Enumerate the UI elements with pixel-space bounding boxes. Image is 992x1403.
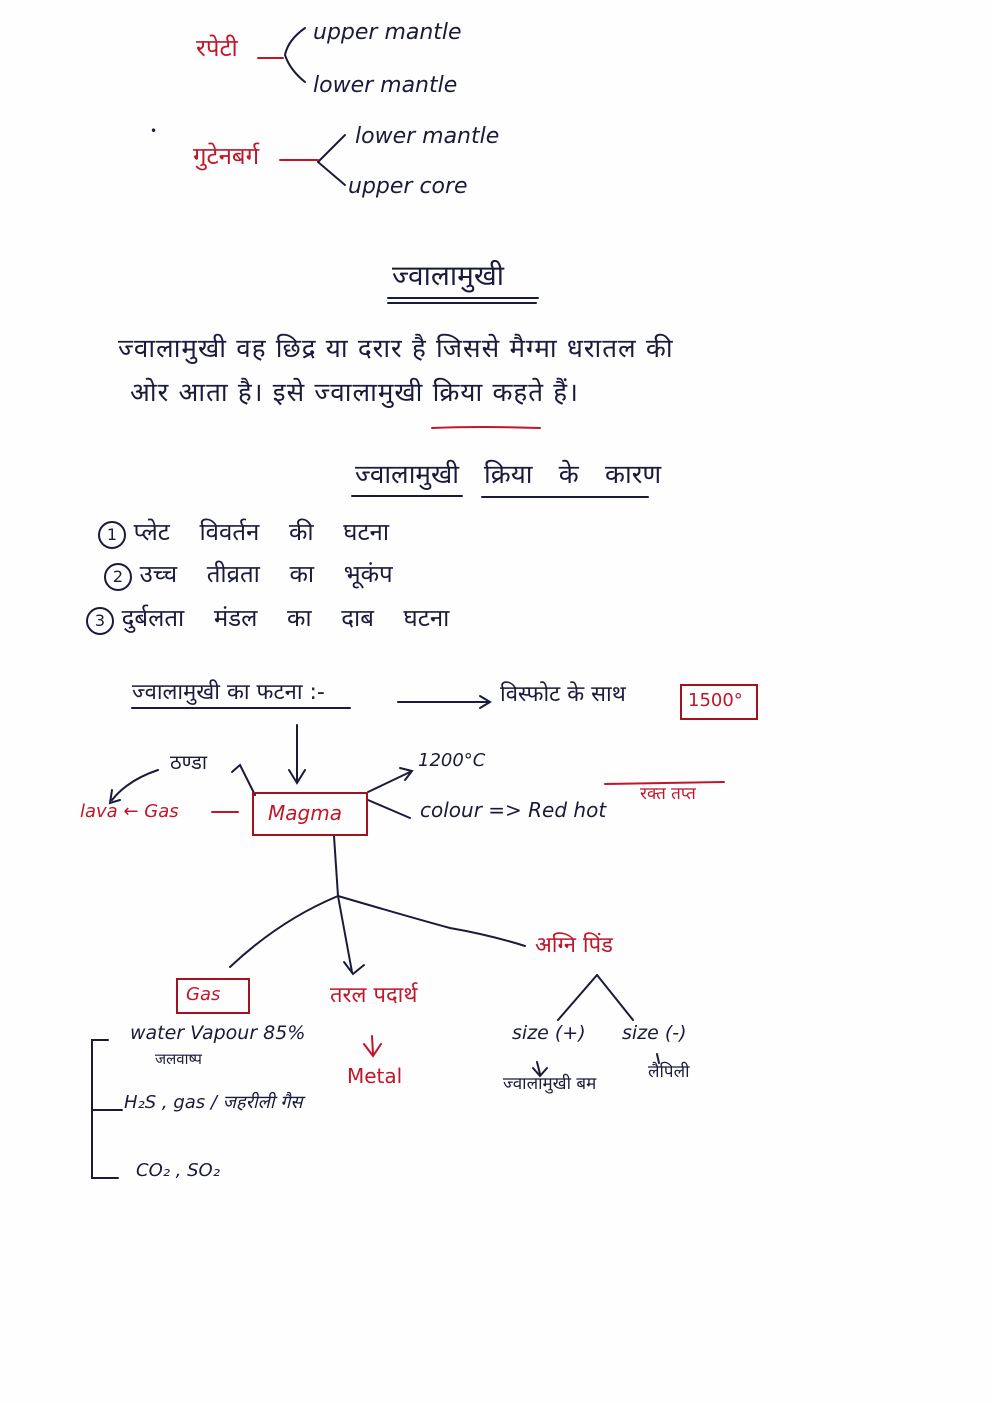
cause-number-2: 2 [104,563,132,591]
gas-box: Gas [176,978,250,1014]
temperature-box: 1500° [680,684,758,720]
size-minus-label: size (-) [622,1022,687,1044]
cause-item-3: 3 दुर्बलता मंडल का दाब घटना [86,606,449,635]
group1-label: रपेटी [196,34,238,62]
cause-text-2: उच्च तीव्रता का भूकंप [139,560,393,588]
gas-label: Gas [186,984,221,1005]
definition-line-2: ओर आता है। इसे ज्वालामुखी क्रिया कहते है… [130,380,579,406]
cause-number-3: 3 [86,607,114,635]
cause-number-1: 1 [98,521,126,549]
definition-line-2-start: ओर आता है। इसे [130,378,306,408]
gas-item-1: water Vapour 85% [130,1022,306,1044]
temperature-1200: 1200°C [418,750,486,771]
lapilli-label: लैपिली [648,1062,690,1082]
causes-title-part2: क्रिया के कारण [484,460,662,490]
cause-text-3: दुर्बलता मंडल का दाब घटना [121,604,450,632]
gas-item-1-sub: जलवाष्प [155,1050,202,1068]
liquid-label: तरल पदार्थ [330,983,418,1008]
definition-line-2-end: क्रिया कहते हैं। [432,378,579,408]
definition-highlighted-term: ज्वालामुखी [314,378,424,408]
eruption-explosion-text: विस्फोट के साथ [500,682,626,707]
causes-title-part1: ज्वालामुखी [355,460,459,490]
definition-line-1: ज्वालामुखी वह छिद्र या दरार है जिससे मैग… [118,334,674,364]
temperature-value: 1500° [688,690,743,711]
group1-branch-2: lower mantle [313,73,458,98]
fire-bomb-label: अग्नि पिंड [535,933,613,958]
cause-item-2: 2 उच्च तीव्रता का भूकंप [104,562,393,591]
group1-branch-1: upper mantle [313,20,462,45]
magma-label: Magma [268,801,342,825]
cool-label: ठण्डा [170,750,207,774]
volcanic-bomb-label: ज्वालामुखी बम [503,1074,597,1094]
rakta-tapt-label: रक्त तप्त [640,784,696,804]
lava-gas-label: lava ← Gas [80,801,179,822]
group2-label: गुटेनबर्ग [193,142,260,170]
eruption-label: ज्वालामुखी का फटना :- [132,680,325,705]
magma-box: Magma [252,792,368,836]
cause-item-1: 1 प्लेट विवर्तन की घटना [98,520,389,549]
page-heading: ज्वालामुखी [392,259,504,292]
gas-item-2: H₂S , gas / जहरीली गैस [124,1092,303,1113]
bullet-dot: • [150,124,158,138]
cause-text-1: प्लेट विवर्तन की घटना [133,518,390,546]
size-plus-label: size (+) [512,1022,586,1044]
colour-red-hot: colour => Red hot [420,798,607,822]
metal-label: Metal [347,1064,403,1088]
group2-branch-2: upper core [348,174,468,199]
gas-item-3: CO₂ , SO₂ [136,1160,220,1181]
group2-branch-1: lower mantle [355,124,500,149]
